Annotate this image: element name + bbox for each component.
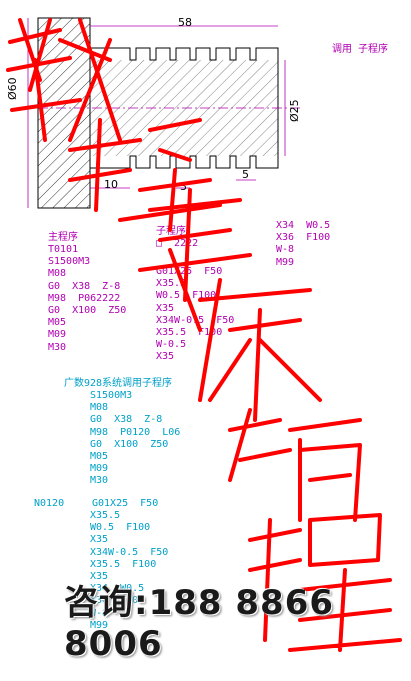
program-line: T0101 [48,244,79,255]
program-line: X35.5 [90,510,121,521]
program-line: M98 P0120 L06 [90,426,181,438]
program-line: W-8 [276,244,295,256]
program-line: G01X25 F50 [156,266,223,277]
program-line: X35 [90,534,109,546]
gsk-sub-label: N0120 [34,498,65,509]
program-line: G0 X38 Z-8 [48,280,121,292]
main-program-title: 主程序 [48,232,78,243]
program-line: X35.5 [156,278,187,290]
program-line: G0 X100 Z50 [48,305,127,317]
program-line: G0 X100 Z50 [90,438,169,450]
program-line: M98 P062222 [48,292,121,304]
dim-left10: 10 [104,178,118,191]
program-line: S1500M3 [90,390,133,401]
gsk-title: 广数928系统调用子程序 [64,378,173,389]
contact-phone: 咨询:188 8866 8006 [64,583,335,664]
program-line: M05 [90,451,109,463]
drawing-subtitle: 调用 子程序 [332,44,389,55]
gsk-sub-first: G01X25 F50 [92,498,159,509]
program-line: X35 [156,351,175,363]
program-line: X36 F100 [276,232,331,244]
program-line: X36 F100 [90,595,145,607]
program-line: W-8 [90,607,109,619]
program-line: X35 [156,302,175,314]
program-line: M08 [48,268,67,280]
dim-groove3: 3 [180,180,187,193]
dim-58: 58 [178,16,192,29]
program-line: W-0.5 [156,339,187,351]
program-line: S1500M3 [48,256,91,268]
program-line: X34W-0.5 F50 [90,546,169,558]
program-line: G0 X38 Z-8 [90,414,163,426]
program-line: M09 [48,329,67,341]
program-line: M09 [90,463,109,475]
program-line: M30 [90,475,109,487]
dim-pitch5: 5 [242,168,249,181]
program-line: X34 W0.5 [90,583,145,595]
program-line: M05 [48,317,67,329]
program-line: M08 [90,402,109,414]
program-line: X34W-0.5 F50 [156,314,235,326]
program-line: W0.5 F100 [156,290,217,302]
program-line: M99 [90,619,109,631]
program-line: M30 [48,341,67,353]
program-line: W0.5 F100 [90,522,151,534]
program-line: M99 [276,256,295,268]
program-line: X35.5 F100 [90,558,157,570]
program-line: X35 [90,571,109,583]
program-line: X34 W0.5 [276,220,331,231]
